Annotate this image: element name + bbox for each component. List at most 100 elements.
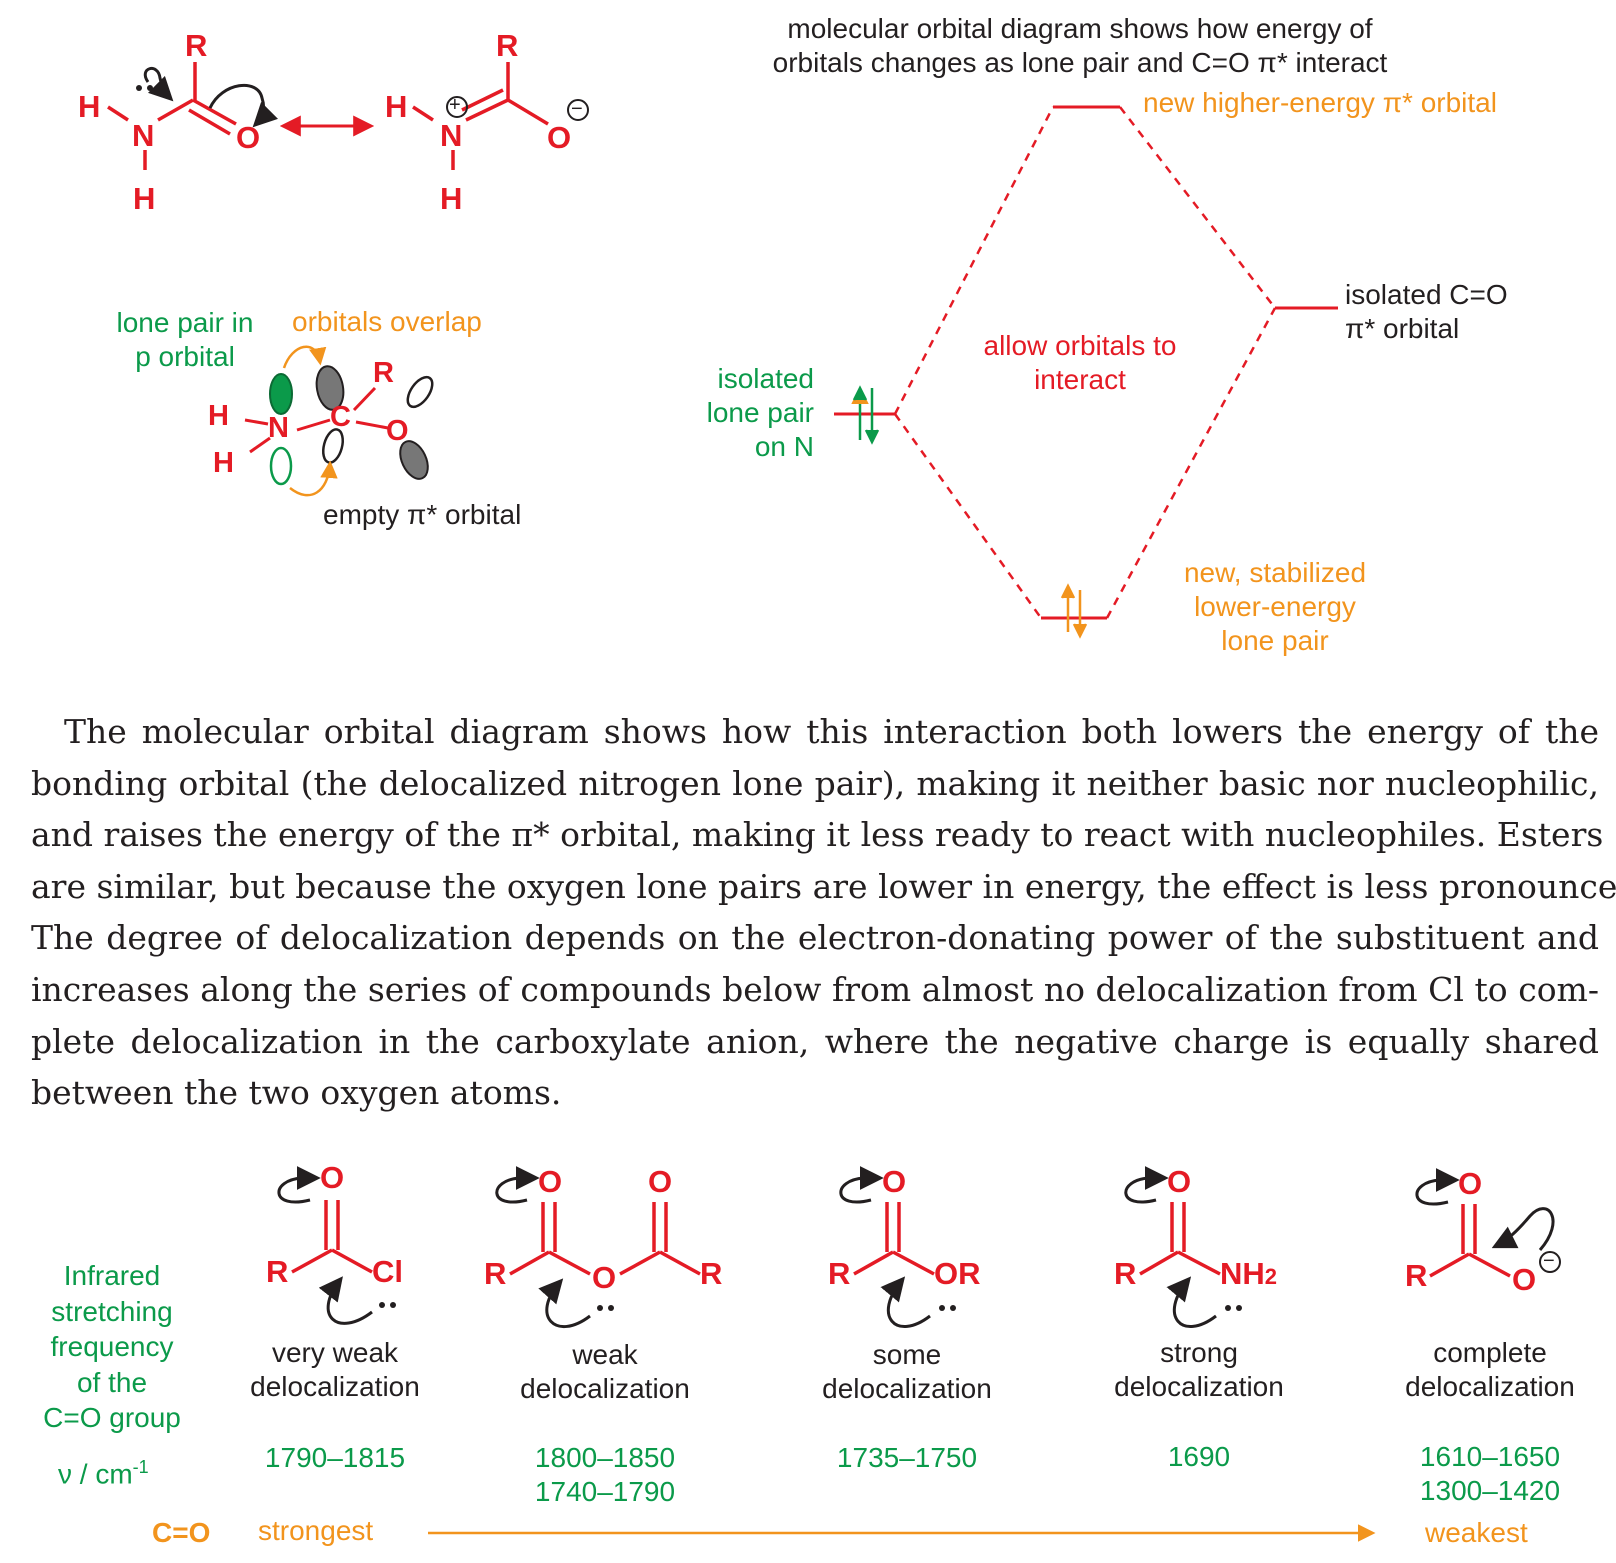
acid-chloride-arrow-co	[277, 1166, 321, 1204]
atom-h: H	[213, 447, 234, 479]
higher-energy-label: new higher-energy π* orbital	[1143, 87, 1497, 118]
atom-n: N	[440, 118, 463, 153]
c-p-orbital-top	[315, 365, 345, 411]
amide-arrow-co	[1124, 1166, 1169, 1204]
paragraph-line: The molecular orbital diagram shows how …	[64, 712, 1599, 751]
atom-c: C	[330, 401, 351, 433]
atom-o: O	[1167, 1164, 1192, 1199]
delocalization-label: some delocalization	[822, 1339, 992, 1404]
ester-bonds	[853, 1202, 935, 1276]
atom-o: O	[386, 415, 409, 447]
atom-r: R	[266, 1254, 289, 1289]
atom-h: H	[440, 181, 463, 216]
atom-r: R	[828, 1256, 851, 1291]
curly-arrow-n-to-c	[143, 67, 174, 102]
delocalization-label: very weak delocalization	[250, 1337, 420, 1402]
atom-r: R	[496, 28, 519, 63]
overlap-arrow-bottom	[289, 460, 338, 497]
atom-o: O	[648, 1164, 673, 1199]
lone-pair-electrons-green	[851, 385, 880, 445]
ester-dots	[939, 1305, 956, 1311]
acid-chloride-bonds	[291, 1200, 373, 1274]
frequency-label: 1690	[1167, 1441, 1231, 1472]
minus-charge: −	[1543, 1250, 1555, 1272]
isolated-co-label: isolated C=O π* orbital	[1345, 279, 1508, 344]
co-label: C=O	[152, 1517, 211, 1548]
n-p-orbital-top	[269, 373, 293, 415]
overlap-arrow-top	[282, 345, 327, 369]
mo-title: molecular orbital diagram shows how ener…	[772, 13, 1388, 78]
atom-n: N	[268, 412, 289, 444]
atom-r: R	[185, 28, 208, 63]
stabilized-lone-pair-label: new, stabilized lower-energy lone pair	[1183, 557, 1367, 656]
amide-resonance-right	[412, 62, 549, 170]
anhydride-dots	[597, 1305, 614, 1311]
paragraph-line: and raises the energy of the π* orbital,…	[31, 815, 1604, 855]
plus-charge: +	[449, 94, 461, 116]
mo-levels	[834, 105, 1338, 620]
atom-o: O	[1512, 1262, 1537, 1297]
atom-cl: Cl	[372, 1254, 403, 1289]
overlap-bonds	[244, 386, 389, 454]
ester-arrow-or	[880, 1276, 931, 1328]
o-p-orbital-bottom	[399, 440, 429, 480]
frequency-label: 1800–1850 1740–1790	[534, 1442, 676, 1507]
atom-r: R	[1405, 1258, 1428, 1293]
atom-h: H	[133, 181, 156, 216]
paragraph-line: are similar, but because the oxygen lone…	[31, 866, 1616, 906]
amide-dots	[1225, 1305, 1242, 1311]
amide-resonance-left	[107, 62, 237, 170]
acid-chloride-dots	[379, 1302, 396, 1308]
atom-h: H	[208, 400, 229, 432]
lone-pair-dots	[136, 85, 153, 91]
atom-n: N	[132, 118, 155, 153]
ester-arrow-co	[839, 1166, 884, 1204]
atom-o: O	[882, 1164, 907, 1199]
strongest-label: strongest	[258, 1515, 374, 1546]
overlap-label: orbitals overlap	[292, 306, 482, 337]
carboxylate-charge-circle	[1539, 1251, 1561, 1273]
isolated-lone-pair-label: isolated lone pair on N	[706, 363, 814, 462]
unit-label: ν / cm-1	[58, 1457, 149, 1490]
atom-h: H	[78, 89, 101, 124]
delocalization-label: weak delocalization	[520, 1339, 690, 1404]
lone-pair-electrons-orange	[1060, 583, 1088, 639]
paragraph-line: between the two oxygen atoms.	[31, 1073, 562, 1113]
delocalization-label: strong delocalization	[1114, 1337, 1284, 1402]
atom-h: H	[385, 89, 408, 124]
carboxylate-arrow-co	[1415, 1168, 1460, 1206]
paragraph-line: bonding orbital (the delocalized nitroge…	[31, 763, 1599, 803]
frequency-label: 1790–1815	[264, 1442, 406, 1473]
mo-correlation-lines	[893, 106, 1277, 619]
anhydride-bonds	[509, 1202, 701, 1276]
carboxylate-bonds	[1429, 1204, 1511, 1278]
n-p-orbital-bottom	[269, 446, 293, 486]
atom-or: OR	[934, 1256, 981, 1291]
minus-charge: −	[571, 98, 583, 120]
o-p-orbital-top	[406, 375, 434, 409]
atom-nh2: NH2	[1220, 1256, 1278, 1291]
lone-pair-label: lone pair in p orbital	[116, 307, 254, 372]
body-paragraph: The molecular orbital diagram shows how …	[31, 706, 1616, 1119]
weakest-label: weakest	[1425, 1517, 1528, 1548]
atom-r: R	[700, 1256, 723, 1291]
amide-arrow-nh2	[1166, 1276, 1217, 1328]
curly-arrow-co-to-o	[208, 83, 279, 128]
atom-o: O	[320, 1160, 345, 1195]
atom-r: R	[484, 1256, 507, 1291]
acid-chloride-arrow-cl	[318, 1276, 373, 1325]
frequency-label: 1735–1750	[836, 1442, 978, 1473]
ir-label: Infrared stretching frequency of the C=O…	[43, 1260, 181, 1433]
atom-r: R	[373, 357, 394, 389]
amide-bonds	[1139, 1202, 1221, 1276]
carboxylate-arrow-o	[1491, 1207, 1555, 1251]
charge-circles	[446, 96, 589, 121]
atom-o: O	[236, 120, 261, 155]
paragraph-line: plete delocalization in the carboxylate …	[31, 1021, 1599, 1061]
anhydride-arrow-o	[538, 1278, 591, 1328]
frequency-label: 1610–1650 1300–1420	[1419, 1441, 1561, 1506]
paragraph-line: increases along the series of compounds …	[31, 969, 1599, 1009]
empty-orbital-label: empty π* orbital	[323, 499, 522, 530]
